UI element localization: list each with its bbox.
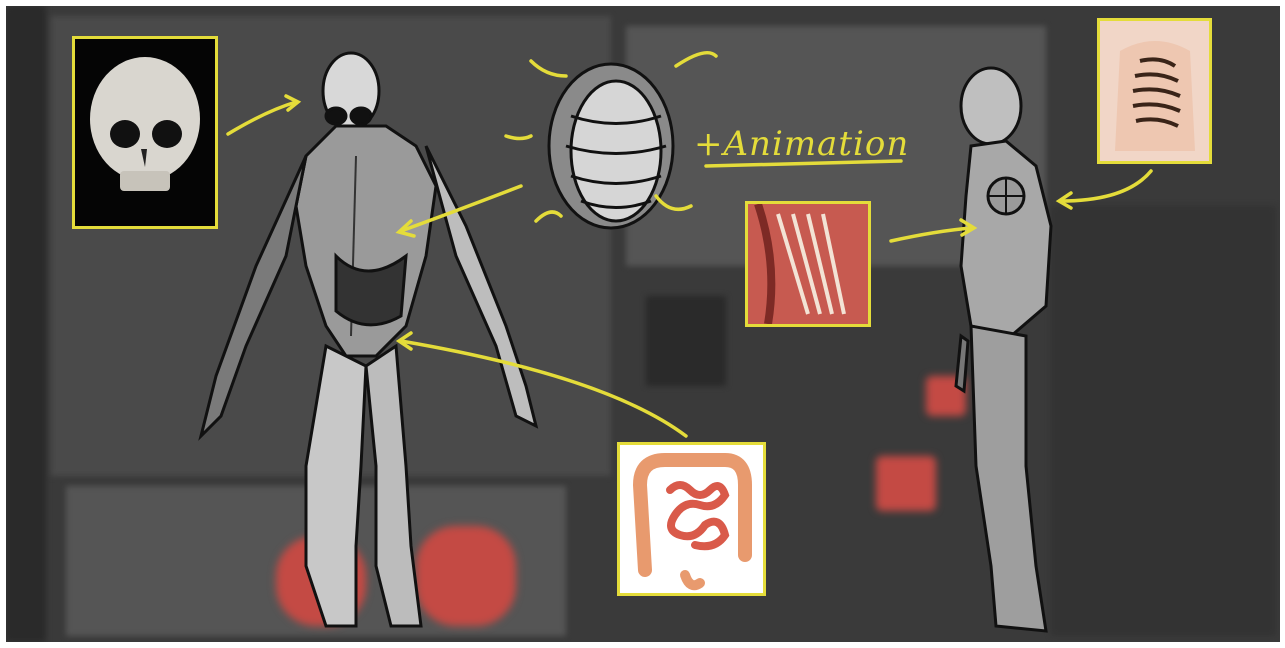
rotation-arrow (536, 212, 561, 221)
rotation-arrow (676, 53, 716, 66)
spine-arrow (1061, 171, 1151, 201)
rotation-arrow (531, 61, 566, 76)
rotation-arrow (506, 136, 531, 139)
concept-art-canvas: +Animation (6, 6, 1280, 642)
skull-reference (72, 36, 218, 229)
creature-front-view (201, 53, 536, 626)
spine-reference (1097, 18, 1212, 164)
ribcage-meat-reference (745, 201, 871, 327)
spine-image (1100, 21, 1209, 161)
segmented-torso-module (549, 64, 673, 228)
animation-label: +Animation (694, 124, 909, 164)
skull-arrow (228, 102, 296, 134)
intestine-image (620, 445, 763, 593)
ribcage-arrow (891, 228, 971, 241)
ribcage-image (748, 204, 868, 324)
intestine-arrow (401, 341, 686, 436)
rotation-arrow (656, 196, 691, 209)
creature-side-view (956, 68, 1051, 631)
intestine-reference (617, 442, 766, 596)
skull-image (75, 39, 215, 226)
